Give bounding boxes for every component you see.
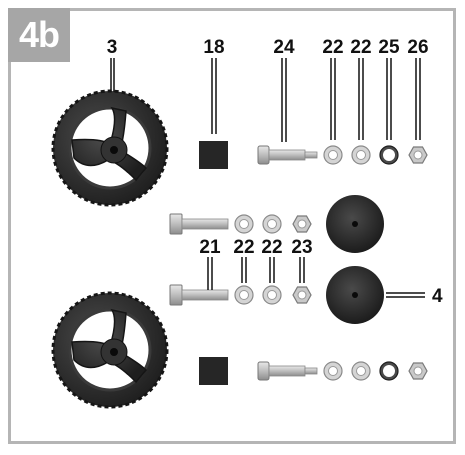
label-disc-wheel: 4 (432, 286, 443, 307)
label-wheel: 3 (107, 37, 118, 58)
wheel-top (51, 89, 169, 207)
hex-bolt-lower (169, 284, 229, 306)
lock-nut-upper (292, 215, 312, 233)
square-block-bottom (199, 357, 228, 385)
washer-top-2 (351, 145, 371, 165)
lock-nut-lower (292, 286, 312, 304)
label-hex-bolt: 21 (199, 237, 221, 258)
spring-washer-bottom (379, 361, 399, 381)
label-washer-a: 22 (322, 37, 343, 58)
label-washer-d: 22 (261, 237, 282, 258)
disc-wheel-lower (326, 266, 384, 324)
hex-bolt-upper (169, 213, 229, 235)
axle-bolt-top (257, 145, 318, 165)
spring-washer-top (379, 145, 399, 165)
axle-bolt-bottom (257, 361, 318, 381)
nut-bottom (408, 362, 428, 380)
washer-mid-lower-1 (234, 285, 254, 305)
washer-bottom-1 (323, 361, 343, 381)
washer-mid-lower-2 (262, 285, 282, 305)
label-nut: 26 (407, 37, 428, 58)
label-spring-washer: 25 (378, 37, 400, 58)
step-badge: 4b (8, 8, 70, 62)
washer-bottom-2 (351, 361, 371, 381)
label-washer-b: 22 (350, 37, 371, 58)
label-lock-nut: 23 (291, 237, 312, 258)
disc-wheel-upper (326, 195, 384, 253)
washer-top-1 (323, 145, 343, 165)
washer-mid-upper-1 (234, 214, 254, 234)
label-washer-c: 22 (233, 237, 254, 258)
label-block: 18 (203, 37, 224, 58)
wheel-bottom (51, 291, 169, 409)
label-axle-bolt: 24 (273, 37, 295, 58)
square-block-top (199, 141, 228, 169)
nut-top (408, 146, 428, 164)
washer-mid-upper-2 (262, 214, 282, 234)
